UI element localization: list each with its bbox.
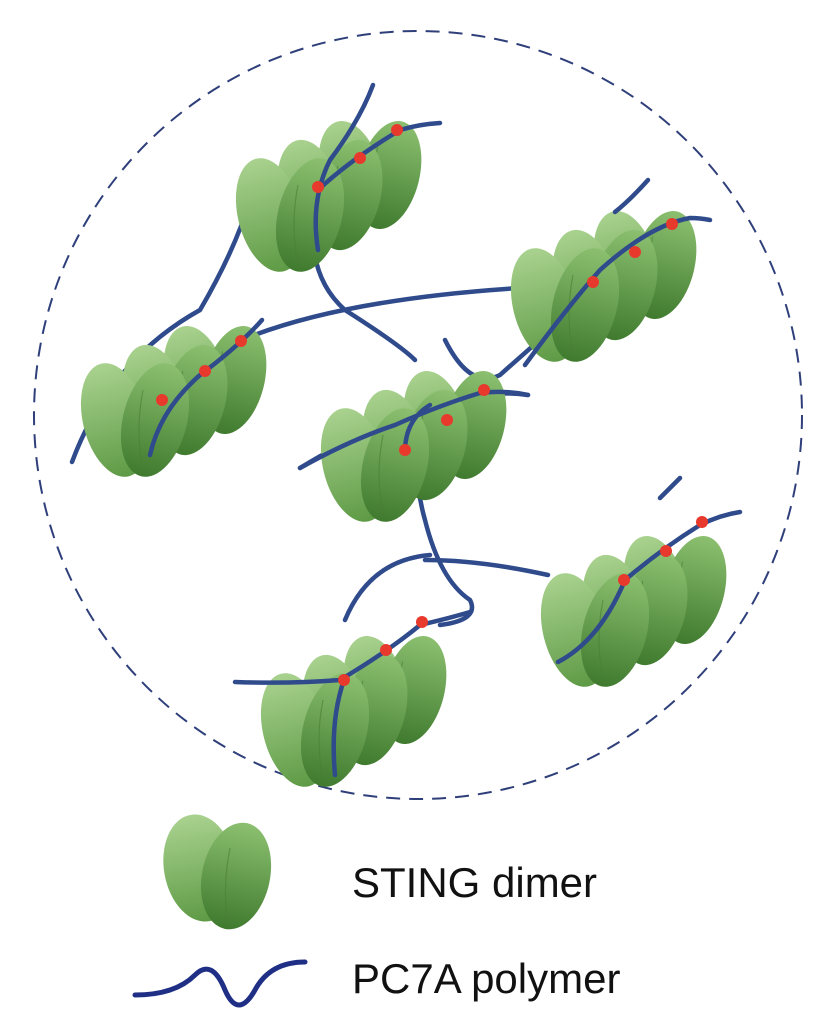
- sting-cluster-lower-right: [530, 475, 743, 694]
- binding-site: [478, 384, 490, 396]
- binding-site: [660, 545, 672, 557]
- binding-site: [629, 246, 641, 258]
- polymer-strand: [313, 82, 376, 253]
- polymer-strand: [147, 317, 265, 458]
- polymer-strand: [657, 475, 683, 501]
- binding-site: [391, 124, 403, 136]
- polymer-strand: [522, 215, 713, 368]
- polymer-strand: [331, 677, 347, 778]
- binding-site: [199, 365, 211, 377]
- sting-cluster-center: [297, 364, 531, 529]
- polymer-strand: [232, 609, 473, 685]
- sting-cluster-left: [70, 317, 277, 484]
- legend-polymer-wave-icon: [132, 959, 308, 1008]
- sting-cluster-top: [225, 82, 443, 279]
- legend-pc7a-polymer-label: PC7A polymer: [352, 955, 621, 1002]
- binding-site: [696, 516, 708, 528]
- binding-site: [416, 616, 428, 628]
- sting-cluster-upper-right: [500, 177, 713, 369]
- legend-sting-dimer-icon: [163, 814, 272, 930]
- sting-cluster-bottom: [232, 609, 473, 794]
- polymer-strand: [297, 389, 531, 471]
- legend-sting-dimer-label: STING dimer: [352, 859, 598, 906]
- polymer-strand: [612, 177, 651, 215]
- binding-site: [666, 218, 678, 230]
- binding-site: [235, 335, 247, 347]
- binding-site: [354, 152, 366, 164]
- condensate-boundary: [33, 30, 803, 800]
- binding-site: [312, 181, 324, 193]
- binding-site: [338, 674, 350, 686]
- binding-site: [380, 644, 392, 656]
- binding-site: [441, 414, 453, 426]
- binding-site: [156, 394, 168, 406]
- polymer-strand: [555, 509, 743, 665]
- binding-site: [399, 444, 411, 456]
- binding-site: [587, 276, 599, 288]
- binding-site: [618, 574, 630, 586]
